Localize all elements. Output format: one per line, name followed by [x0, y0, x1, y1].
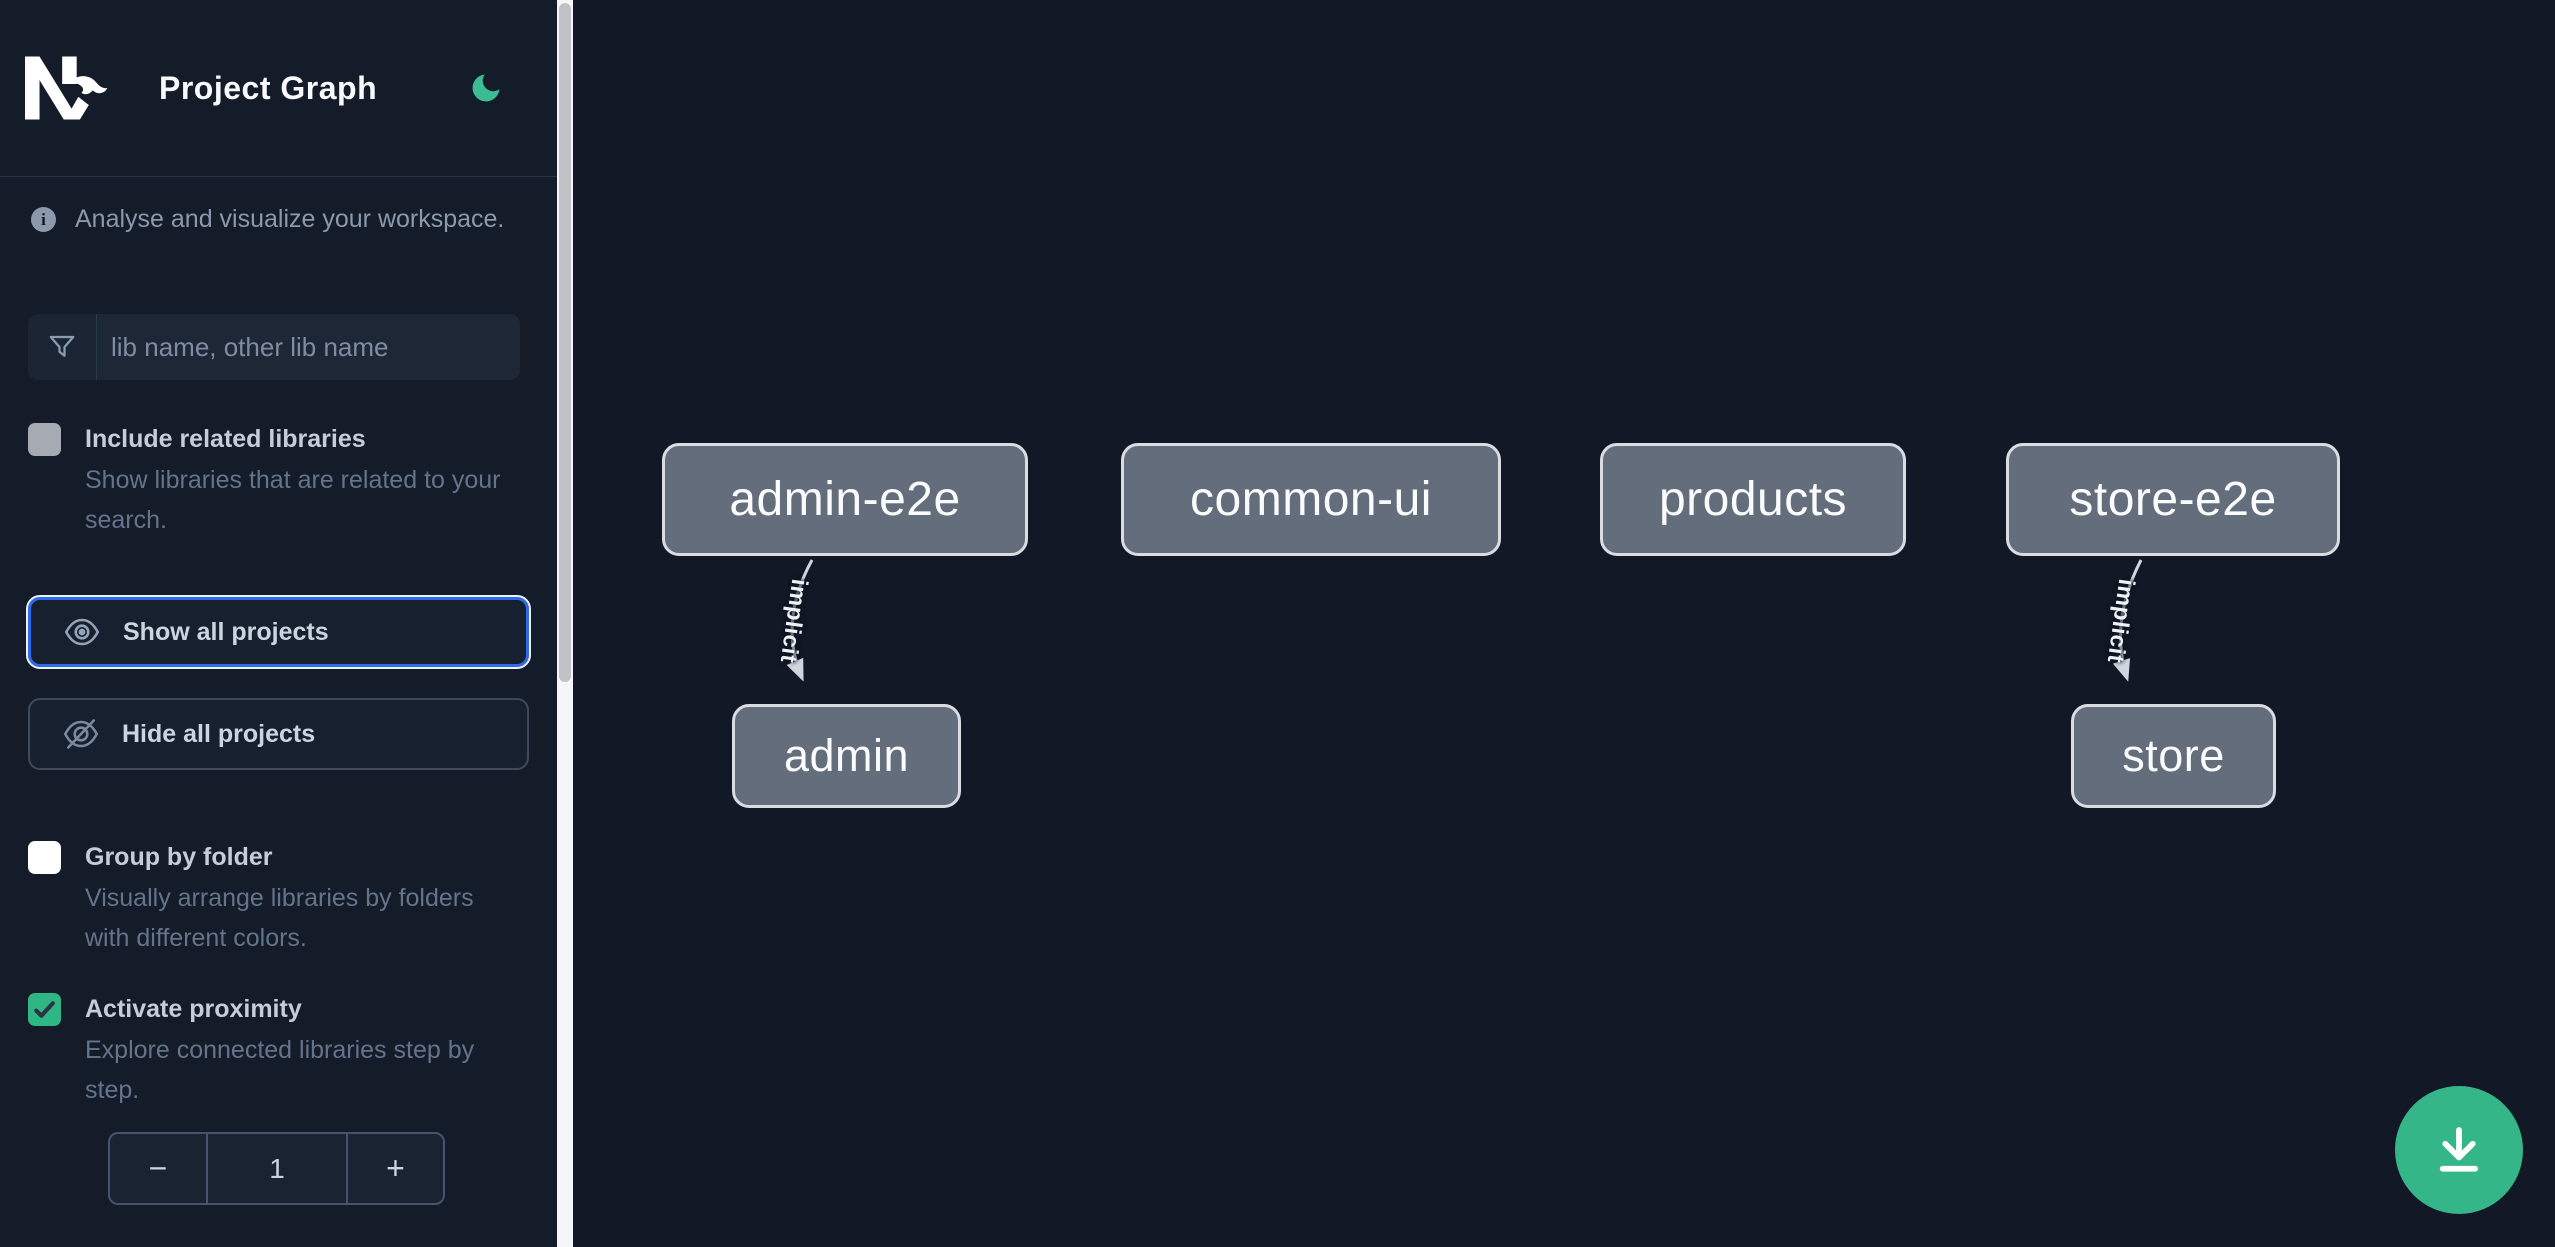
dependency-edges [786, 559, 2143, 682]
edge-label-implicit-admin[interactable]: implicit [775, 577, 814, 665]
graph-canvas[interactable]: implicit implicit admin-e2e common-ui pr… [573, 0, 2555, 1247]
sidebar-scrollbar-track[interactable] [557, 0, 573, 1247]
info-icon: i [31, 207, 56, 232]
sidebar-scrollbar-thumb[interactable] [559, 3, 571, 682]
node-store-e2e[interactable]: store-e2e [2006, 443, 2340, 556]
include-related-label[interactable]: Include related libraries [85, 425, 366, 453]
edge-label-implicit-store[interactable]: implicit [2102, 577, 2141, 665]
node-admin[interactable]: admin [732, 704, 961, 808]
check-icon [34, 1001, 55, 1018]
hide-all-projects-button[interactable]: Hide all projects [28, 698, 529, 770]
node-products[interactable]: products [1600, 443, 1906, 556]
sidebar: Project Graph i Analyse and visualize yo… [0, 0, 557, 1247]
page-title: Project Graph [159, 69, 378, 106]
group-by-folder-label[interactable]: Group by folder [85, 843, 273, 871]
tagline-text: Analyse and visualize your workspace. [75, 205, 505, 233]
node-store[interactable]: store [2071, 704, 2276, 808]
funnel-icon [28, 314, 97, 380]
node-common-ui[interactable]: common-ui [1121, 443, 1501, 556]
eye-off-icon [63, 719, 99, 749]
hide-all-projects-label: Hide all projects [122, 719, 316, 748]
download-icon [2439, 1127, 2479, 1172]
option-include-related: Include related libraries Show libraries… [0, 422, 557, 540]
proximity-decrement-button[interactable]: − [110, 1134, 208, 1203]
option-group-by-folder: Group by folder Visually arrange librari… [0, 840, 557, 958]
filter-box [28, 314, 520, 380]
nx-logo-icon [25, 56, 108, 120]
proximity-depth-value: 1 [269, 1152, 285, 1184]
include-related-checkbox[interactable] [28, 423, 61, 456]
search-input[interactable] [97, 314, 520, 380]
activate-proximity-description: Explore connected libraries step by step… [85, 1036, 475, 1104]
activate-proximity-label[interactable]: Activate proximity [85, 995, 302, 1023]
proximity-increment-button[interactable]: + [346, 1134, 443, 1203]
activate-proximity-checkbox[interactable] [28, 993, 61, 1026]
group-by-folder-checkbox[interactable] [28, 841, 61, 874]
node-admin-e2e[interactable]: admin-e2e [662, 443, 1028, 556]
include-related-description: Show libraries that are related to your … [85, 466, 501, 534]
dark-mode-toggle[interactable] [467, 69, 505, 107]
workspace-tagline-row: i Analyse and visualize your workspace. [0, 205, 557, 234]
download-graph-button[interactable] [2395, 1086, 2523, 1214]
proximity-depth-stepper: − 1 + [108, 1132, 445, 1205]
eye-icon [64, 618, 100, 646]
sidebar-header: Project Graph [0, 0, 557, 177]
group-by-folder-description: Visually arrange libraries by folders wi… [85, 884, 474, 952]
show-all-projects-button[interactable]: Show all projects [26, 595, 531, 669]
moon-icon [472, 74, 500, 102]
show-all-projects-label: Show all projects [123, 617, 329, 646]
option-activate-proximity: Activate proximity Explore connected lib… [0, 992, 557, 1110]
